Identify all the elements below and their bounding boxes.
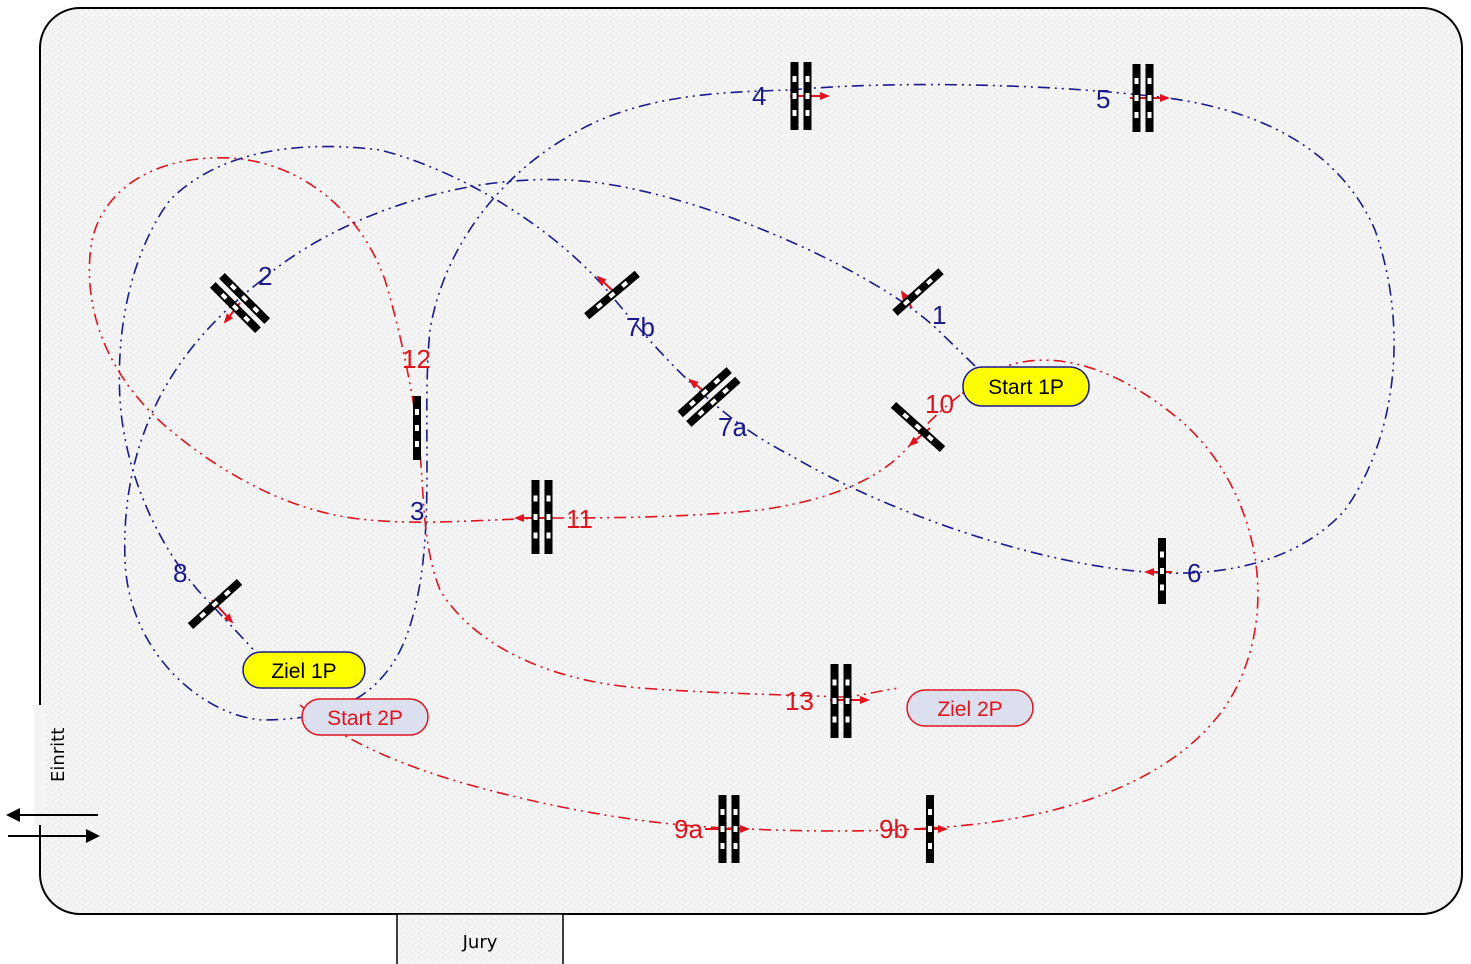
obstacle-9b xyxy=(926,795,934,863)
badge-ziel-1p: Ziel 1P xyxy=(242,651,366,689)
jury-label: Jury xyxy=(462,932,498,953)
jury-box: Jury xyxy=(396,913,564,964)
label-6: 6 xyxy=(1187,558,1201,588)
obstacle-8 xyxy=(187,578,243,630)
badge-start-2p: Start 2P xyxy=(301,698,429,736)
obstacle-12 xyxy=(413,396,421,460)
blue-route xyxy=(118,83,1395,721)
label-4: 4 xyxy=(752,81,766,111)
label-13: 13 xyxy=(785,686,814,716)
obstacle-9a xyxy=(718,795,740,863)
label-3: 3 xyxy=(410,496,424,526)
obstacle-4 xyxy=(790,62,812,130)
obstacles-layer xyxy=(187,62,1166,863)
label-1: 1 xyxy=(932,300,946,330)
label-5: 5 xyxy=(1096,84,1110,114)
label-11: 11 xyxy=(566,504,593,534)
badge-ziel-1p-text: Ziel 1P xyxy=(271,660,336,683)
label-8: 8 xyxy=(173,558,187,588)
obstacle-10 xyxy=(890,401,946,453)
entry-arrow-out xyxy=(6,808,98,822)
obstacle-labels: 1 2 3 4 5 6 7a 7b 8 9a 9b 10 11 12 13 xyxy=(173,81,1201,844)
badge-ziel-2p: Ziel 2P xyxy=(906,689,1034,727)
obstacle-5 xyxy=(1132,64,1154,132)
obstacle-7a xyxy=(677,367,741,427)
obstacle-7b xyxy=(584,270,640,320)
badge-start-2p-text: Start 2P xyxy=(327,707,403,730)
badge-ziel-2p-text: Ziel 2P xyxy=(937,698,1002,721)
entry-arrow-in xyxy=(8,829,100,843)
entry-label: Einritt xyxy=(48,728,69,782)
badge-start-1p-text: Start 1P xyxy=(988,376,1064,399)
label-7b: 7b xyxy=(626,312,655,342)
label-7a: 7a xyxy=(718,412,747,442)
label-9a: 9a xyxy=(674,814,703,844)
obstacle-1 xyxy=(892,268,944,316)
label-9b: 9b xyxy=(879,814,908,844)
obstacle-2 xyxy=(209,272,271,334)
label-10: 10 xyxy=(925,389,954,419)
label-12: 12 xyxy=(402,344,431,374)
badge-start-1p: Start 1P xyxy=(962,366,1090,407)
obstacle-11 xyxy=(531,480,553,554)
entry-gap xyxy=(34,705,46,825)
label-2: 2 xyxy=(258,261,272,291)
obstacle-6 xyxy=(1158,538,1166,604)
obstacle-13 xyxy=(830,664,852,738)
arena-border xyxy=(39,7,1463,915)
